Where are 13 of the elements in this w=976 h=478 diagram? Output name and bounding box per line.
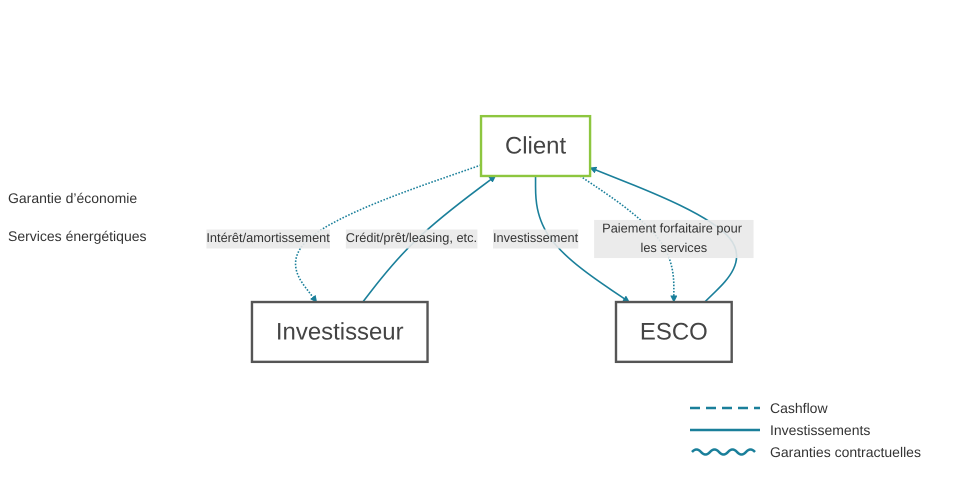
guarantee-label: Garantie d’économie	[8, 190, 138, 206]
node-box: ESCO	[614, 300, 733, 364]
legend-text: Cashflow	[770, 400, 828, 416]
node-box: Client	[480, 114, 592, 178]
guarantee-label: Services énergétiques	[8, 228, 148, 244]
edge-label: Investissement	[492, 232, 578, 246]
edge-label: Intérêt/amortissement	[206, 232, 330, 246]
edge-label: Crédit/prêt/leasing, etc.	[346, 232, 478, 246]
node-box: Investisseur	[250, 300, 429, 364]
legend-text: Garanties contractuelles	[770, 444, 921, 460]
edge-label: Paiement forfaitaire pour les services	[602, 222, 742, 255]
legend-text: Investissements	[770, 422, 870, 438]
arrow	[294, 164, 482, 302]
